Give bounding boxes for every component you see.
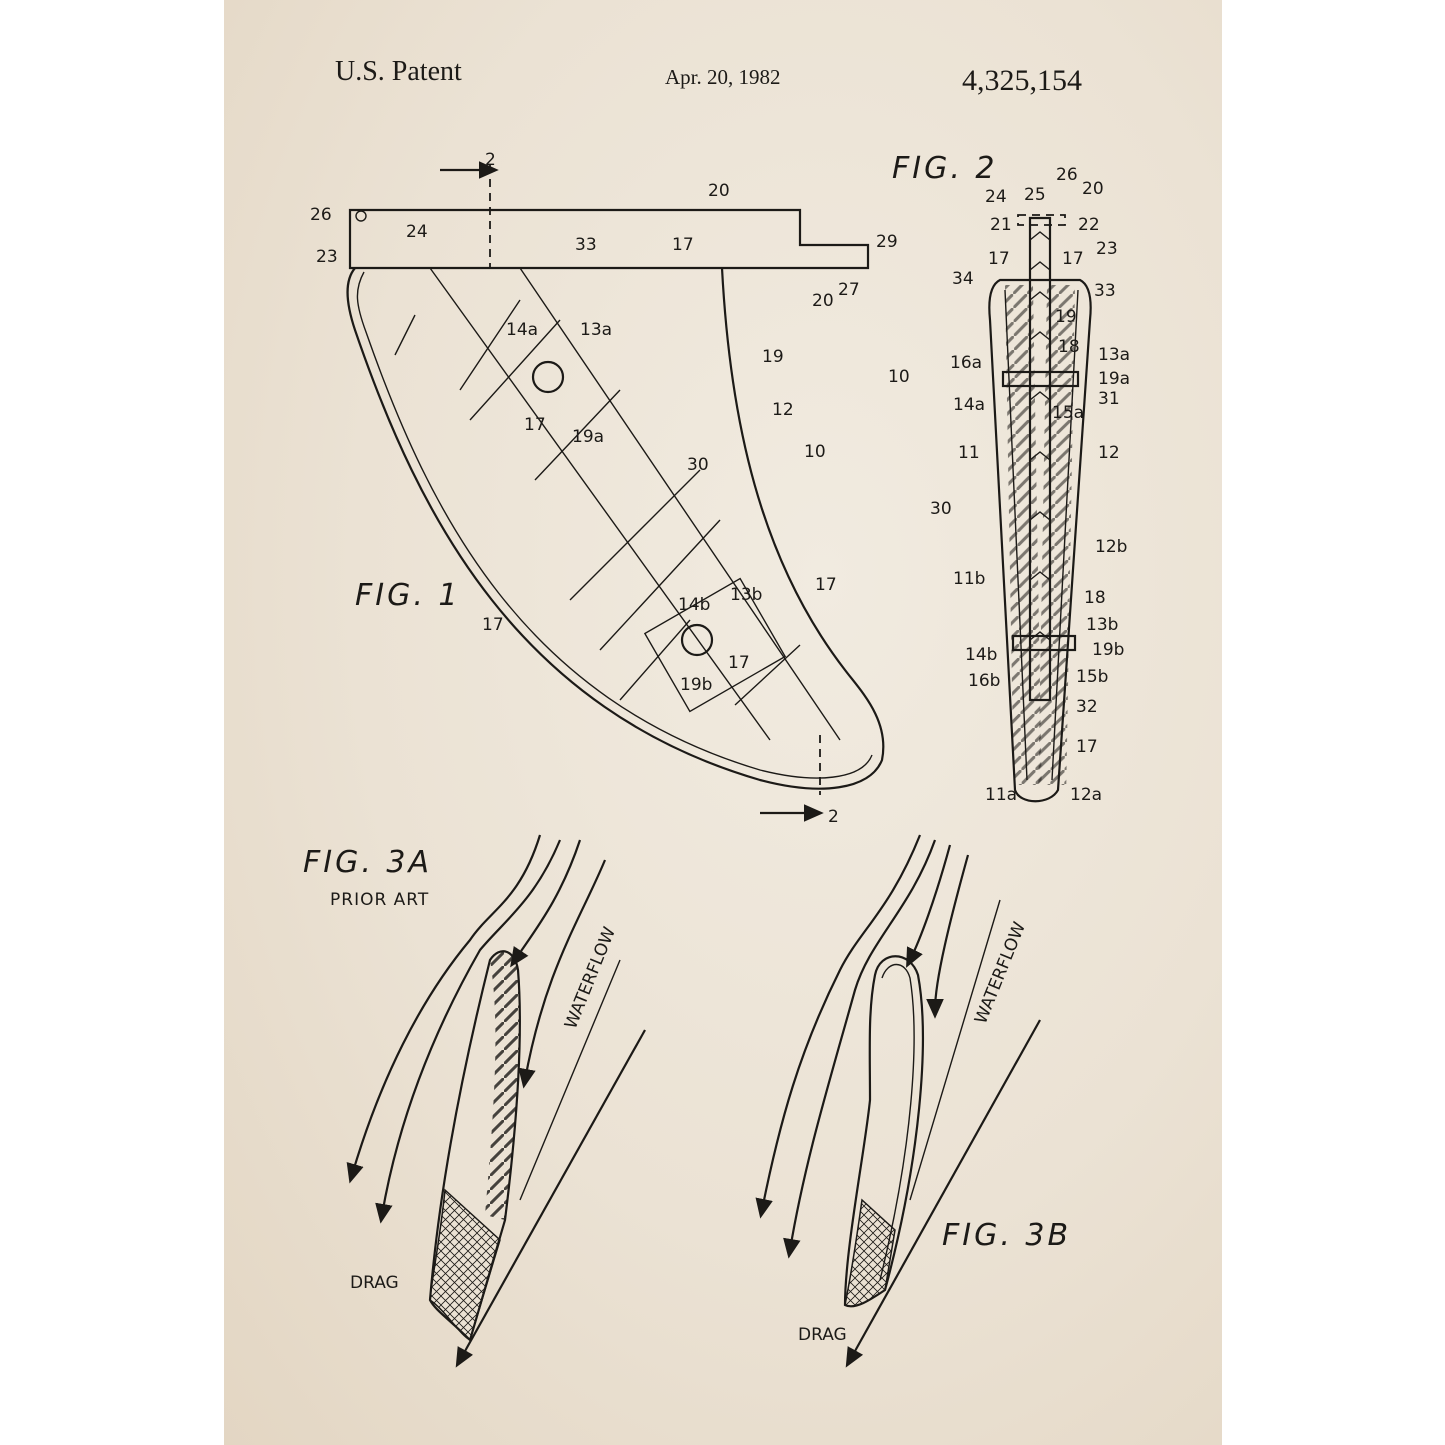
drag-label: DRAG — [350, 1273, 399, 1293]
callout: 13b — [730, 585, 762, 605]
callout: 12 — [772, 400, 794, 420]
callout: 19a — [1098, 369, 1130, 389]
callout: 34 — [952, 269, 974, 289]
callout: 21 — [990, 215, 1012, 235]
callout: 17 — [988, 249, 1010, 269]
callout: 17 — [482, 615, 504, 635]
callout: 30 — [687, 455, 709, 475]
patent-date: Apr. 20, 1982 — [665, 65, 781, 89]
callout: 17 — [672, 235, 694, 255]
callout: 12 — [1098, 443, 1120, 463]
callout: 20 — [1082, 179, 1104, 199]
callout: 33 — [575, 235, 597, 255]
callout: 14a — [506, 320, 538, 340]
callout: 16b — [968, 671, 1000, 691]
callout: 17 — [815, 575, 837, 595]
callout: 17 — [524, 415, 546, 435]
callout: 26 — [1056, 165, 1078, 185]
callout: 17 — [1062, 249, 1084, 269]
drag-label: DRAG — [798, 1325, 847, 1345]
callout: 14b — [678, 595, 710, 615]
callout: 19b — [1092, 640, 1124, 660]
callout: 13a — [580, 320, 612, 340]
callout: 23 — [1096, 239, 1118, 259]
callout: 25 — [1024, 185, 1046, 205]
callout: 23 — [316, 247, 338, 267]
callout: 12a — [1070, 785, 1102, 805]
fig2-title: FIG. 2 — [892, 151, 998, 186]
callout: 33 — [1094, 281, 1116, 301]
callout: 14a — [953, 395, 985, 415]
callout: 15b — [1076, 667, 1108, 687]
callout: 24 — [406, 222, 428, 242]
callout: 26 — [310, 205, 332, 225]
callout: 27 — [838, 280, 860, 300]
callout: 14b — [965, 645, 997, 665]
fig1-title: FIG. 1 — [355, 578, 461, 613]
patent-number: 4,325,154 — [962, 64, 1082, 97]
fig2-drawing: FIG. 2 24 25 26 20 21 22 23 17 17 34 33 … — [888, 151, 1130, 805]
fig1-drawing: FIG. 1 2 26 24 23 33 17 20 29 20 27 14a … — [310, 150, 898, 827]
callout: 19b — [680, 675, 712, 695]
callout: 11b — [953, 569, 985, 589]
callout: 13a — [1098, 345, 1130, 365]
waterflow-label: WATERFLOW — [971, 919, 1030, 1027]
waterflow-label: WATERFLOW — [561, 924, 620, 1032]
callout: 18 — [1058, 337, 1080, 357]
callout: 31 — [1098, 389, 1120, 409]
callout: 12b — [1095, 537, 1127, 557]
callout: 10 — [888, 367, 910, 387]
callout: 32 — [1076, 697, 1098, 717]
callout: 20 — [708, 181, 730, 201]
callout: 18 — [1084, 588, 1106, 608]
callout: 13b — [1086, 615, 1118, 635]
callout: 30 — [930, 499, 952, 519]
patent-label: U.S. Patent — [335, 56, 462, 87]
callout: 17 — [1076, 737, 1098, 757]
callout: 19 — [762, 347, 784, 367]
callout: 15a — [1052, 403, 1084, 423]
callout: 2 — [828, 807, 839, 827]
callout: 24 — [985, 187, 1007, 207]
callout: 19a — [572, 427, 604, 447]
fig3a-title: FIG. 3A — [303, 845, 432, 880]
callout: 20 — [812, 291, 834, 311]
callout: 11a — [985, 785, 1017, 805]
callout: 19 — [1055, 307, 1077, 327]
fig3a-subtitle: PRIOR ART — [330, 890, 429, 910]
fig3b-title: FIG. 3B — [942, 1218, 1071, 1253]
callout: 16a — [950, 353, 982, 373]
callout: 17 — [728, 653, 750, 673]
callout: 29 — [876, 232, 898, 252]
callout: 11 — [958, 443, 980, 463]
callout: 22 — [1078, 215, 1100, 235]
callout: 2 — [485, 150, 496, 170]
fig3a-drawing: FIG. 3A PRIOR ART WATERFLOW DRAG — [303, 834, 646, 1368]
callout: 10 — [804, 442, 826, 462]
fig3b-drawing: FIG. 3B WATERFLOW DRAG — [755, 834, 1071, 1368]
